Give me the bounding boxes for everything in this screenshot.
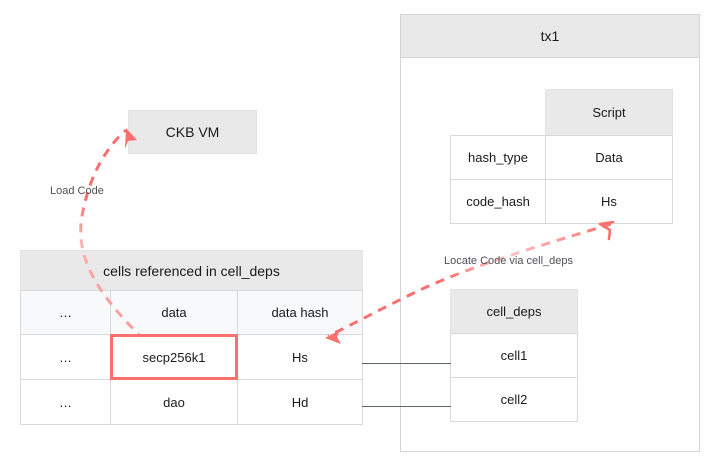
tx1-title: tx1 (400, 14, 700, 58)
cells-row-1-data-hash: Hs (237, 334, 363, 380)
cells-table-col-data: data (110, 290, 238, 335)
cells-referenced-table: cells referenced in cell_deps … data dat… (20, 250, 363, 427)
cells-row-2-data-hash: Hd (237, 379, 363, 425)
script-row-code-hash-value: Hs (545, 179, 673, 224)
cells-row-2-index: … (20, 379, 111, 425)
cells-table-col-index: … (20, 290, 111, 335)
connector-line-cell2 (362, 406, 451, 407)
edge-label-locate-code: Locate Code via cell_deps (444, 255, 574, 267)
edge-label-load-code: Load Code (50, 185, 104, 197)
cell-deps-row-cell1: cell1 (450, 333, 578, 378)
cell-deps-table-header: cell_deps (450, 289, 578, 334)
cells-table-header: cells referenced in cell_deps (20, 250, 363, 291)
script-row-code-hash-key: code_hash (450, 179, 546, 224)
cells-row-1-index: … (20, 334, 111, 380)
script-row-hash-type-key: hash_type (450, 135, 546, 180)
cells-table-col-data-hash: data hash (237, 290, 363, 335)
cells-row-1-data-highlighted: secp256k1 (110, 334, 238, 380)
cells-row-2-data: dao (110, 379, 238, 425)
connector-line-cell1 (362, 363, 451, 364)
script-table-header-blank (450, 89, 546, 136)
cell-deps-table: cell_deps cell1 cell2 (450, 289, 578, 423)
script-table-header-label: Script (545, 89, 673, 136)
script-table: Script hash_type Data code_hash Hs (450, 89, 673, 224)
script-row-hash-type-value: Data (545, 135, 673, 180)
ckb-vm-box: CKB VM (128, 110, 257, 154)
cell-deps-row-cell2: cell2 (450, 377, 578, 422)
